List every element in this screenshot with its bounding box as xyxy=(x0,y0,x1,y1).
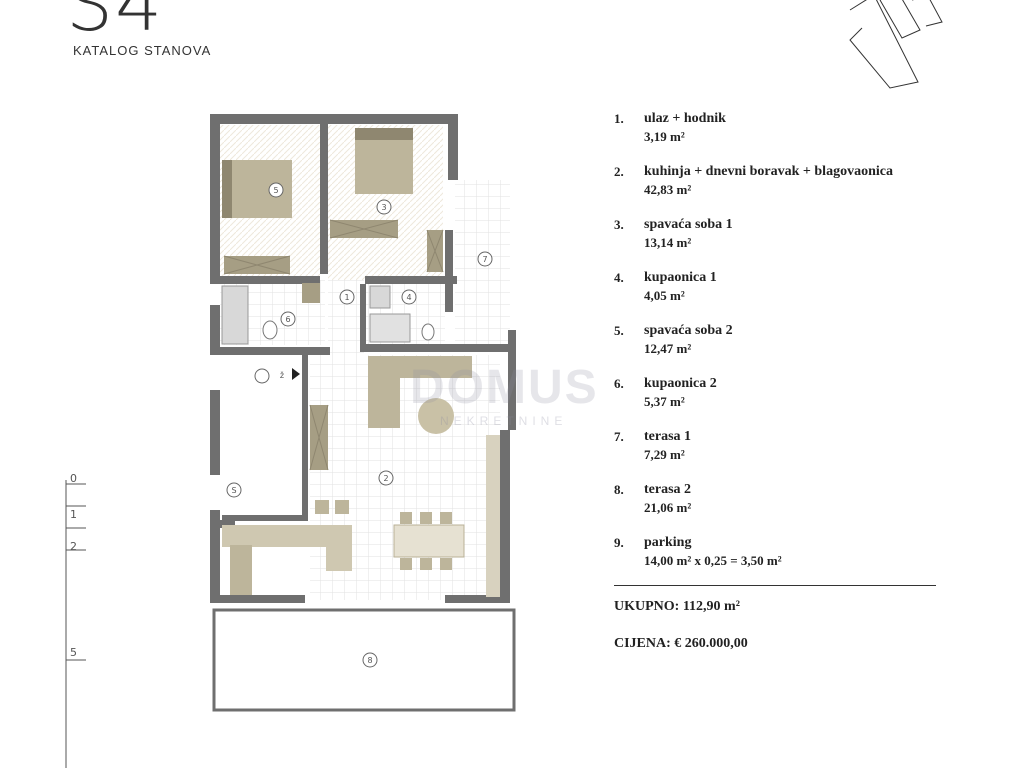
legend-item-2: 2. kuhinja + dnevni boravak + blagovaoni… xyxy=(614,164,944,217)
legend-number: 9. xyxy=(614,535,624,550)
room-label-stairs: S xyxy=(231,486,236,495)
legend-room-area: 5,37 m² xyxy=(644,394,685,409)
kitchen-counter xyxy=(222,525,352,547)
legend-item-4: 4. kupaonica 1 4,05 m² xyxy=(614,270,944,323)
floor-plan: 1 2 3 4 5 6 7 8 S ž xyxy=(210,114,516,712)
legend-room-area: 3,19 m² xyxy=(644,129,685,144)
scale-tick-5: 5 xyxy=(70,646,77,659)
price: CIJENA: € 260.000,00 xyxy=(614,636,748,651)
room-label-7: 7 xyxy=(482,255,487,264)
scale-tick-0: 0 xyxy=(70,472,77,485)
coffee-table xyxy=(418,398,454,434)
legend-item-7: 7. terasa 1 7,29 m² xyxy=(614,429,944,482)
legend-item-5: 5. spavaća soba 2 12,47 m² xyxy=(614,323,944,376)
room-label-4: 4 xyxy=(406,293,411,302)
legend-item-9: 9. parking 14,00 m² x 0,25 = 3,50 m² xyxy=(614,535,944,588)
legend-room-name: ulaz + hodnik xyxy=(644,111,726,126)
room-label-8: 8 xyxy=(367,656,372,665)
legend-item-1: 1. ulaz + hodnik 3,19 m² xyxy=(614,111,944,164)
legend-room-area: 14,00 m² x 0,25 = 3,50 m² xyxy=(644,553,782,568)
legend-room-name: kupaonica 2 xyxy=(644,376,717,391)
watermark: DOMUS xyxy=(410,361,599,414)
apartment-number: S4 xyxy=(66,0,165,48)
room-legend: 1. ulaz + hodnik 3,19 m² 2. kuhinja + dn… xyxy=(614,111,944,588)
room-labels: 1 2 3 4 5 6 7 8 S ž xyxy=(226,182,493,668)
legend-number: 6. xyxy=(614,376,624,391)
legend-room-area: 7,29 m² xyxy=(644,447,685,462)
legend-room-area: 13,14 m² xyxy=(644,235,692,250)
entrance-arrow-icon xyxy=(292,368,300,380)
legend-room-area: 21,06 m² xyxy=(644,500,692,515)
legend-item-8: 8. terasa 2 21,06 m² xyxy=(614,482,944,535)
key-plan-diagram xyxy=(849,0,943,89)
legend-room-name: terasa 2 xyxy=(644,482,692,497)
legend-room-name: terasa 1 xyxy=(644,429,692,444)
room-label-1: 1 xyxy=(344,293,349,302)
legend-item-6: 6. kupaonica 2 5,37 m² xyxy=(614,376,944,429)
legend-number: 1. xyxy=(614,111,624,126)
terrace-2 xyxy=(212,608,516,712)
total-area: UKUPNO: 112,90 m² xyxy=(614,599,740,614)
legend-room-area: 42,83 m² xyxy=(644,182,692,197)
walls xyxy=(210,114,516,603)
legend-room-name: kuhinja + dnevni boravak + blagovaonica xyxy=(644,164,893,179)
scale-bar-lines xyxy=(65,480,86,768)
dining-table xyxy=(393,524,465,558)
legend-room-name: spavaća soba 2 xyxy=(644,323,733,338)
legend-room-name: spavaća soba 1 xyxy=(644,217,733,232)
legend-number: 7. xyxy=(614,429,624,444)
catalog-title: KATALOG STANOVA xyxy=(73,43,212,58)
scale-tick-2: 2 xyxy=(70,540,77,553)
legend-number: 3. xyxy=(614,217,624,232)
room-label-3: 3 xyxy=(381,203,386,212)
legend-room-name: parking xyxy=(644,535,692,550)
summary-divider xyxy=(614,585,936,586)
legend-item-3: 3. spavaća soba 1 13,14 m² xyxy=(614,217,944,270)
room-label-2: 2 xyxy=(383,474,388,483)
legend-number: 4. xyxy=(614,270,624,285)
legend-number: 5. xyxy=(614,323,624,338)
legend-room-area: 12,47 m² xyxy=(644,341,692,356)
scale-tick-1: 1 xyxy=(70,508,77,521)
room-label-6: 6 xyxy=(285,315,290,324)
bed-1 xyxy=(355,140,413,194)
room-label-5: 5 xyxy=(273,186,278,195)
legend-number: 8. xyxy=(614,482,624,497)
scale-bar: 0 1 2 5 xyxy=(56,470,96,775)
entrance-label: ž xyxy=(280,371,284,380)
legend-room-name: kupaonica 1 xyxy=(644,270,717,285)
legend-number: 2. xyxy=(614,164,624,179)
watermark-subtext: NEKRETNINE xyxy=(440,414,568,428)
legend-room-area: 4,05 m² xyxy=(644,288,685,303)
